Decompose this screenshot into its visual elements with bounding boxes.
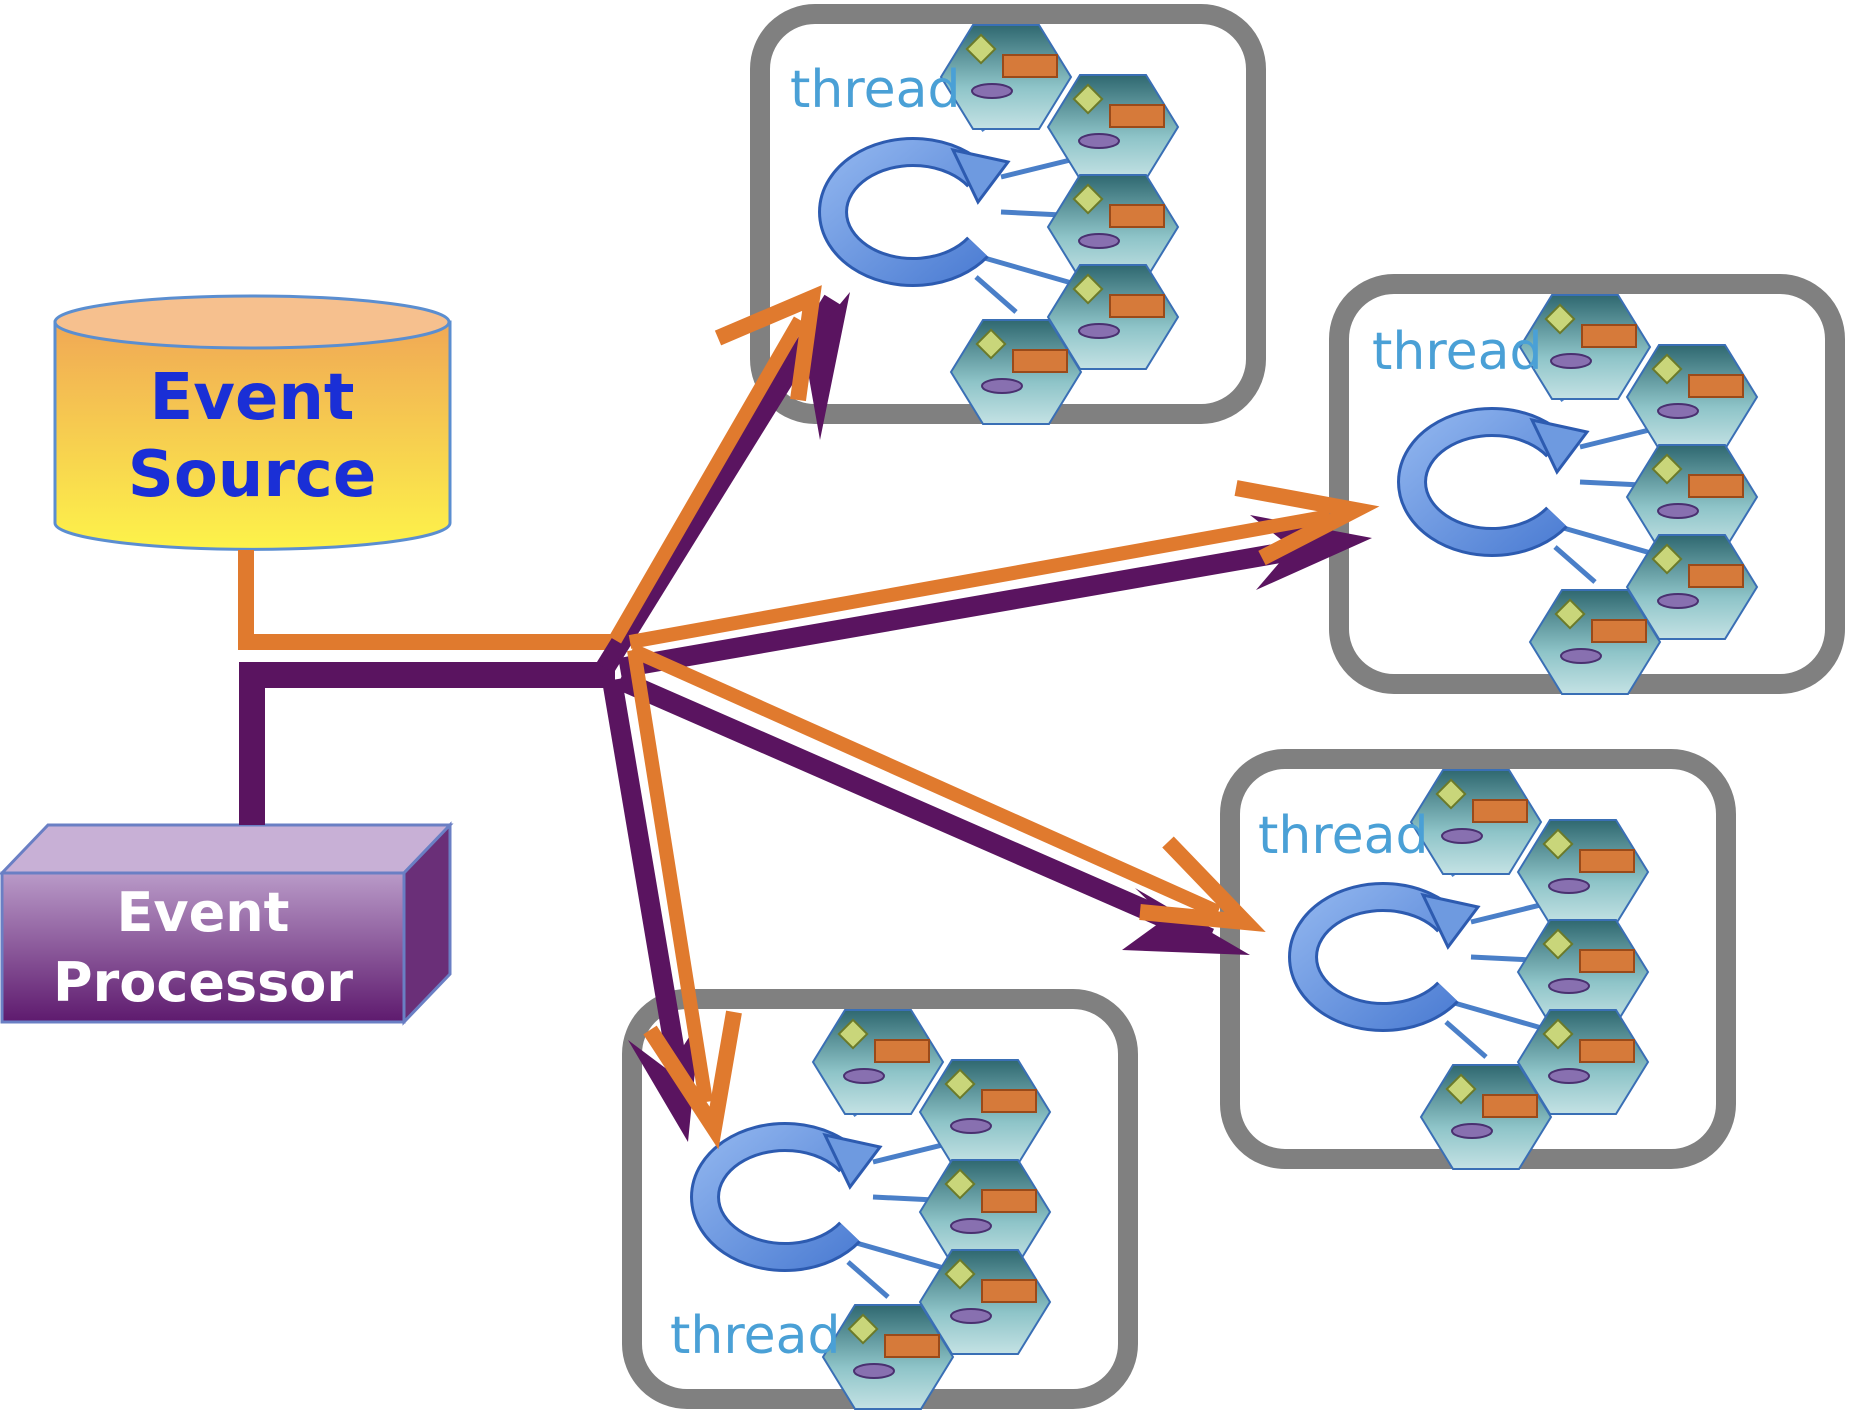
- thread-label-1: thread: [790, 60, 961, 120]
- thread-label-4: thread: [670, 1306, 841, 1366]
- orange-arrows: [608, 285, 1380, 1150]
- orange-arrow-thread-4: [627, 648, 742, 1150]
- processor-connector: [239, 662, 615, 825]
- event-processor-label-line2: Processor: [53, 951, 353, 1015]
- purple-arrow-thread-4: [602, 678, 700, 1142]
- thread-label-2: thread: [1372, 322, 1543, 382]
- event-source-label-line2: Source: [127, 437, 377, 512]
- purple-arrow-thread-2: [618, 515, 1372, 678]
- orange-arrow-thread-1: [608, 285, 822, 644]
- event-processor-box: [0, 821, 454, 1026]
- thread-label-3: thread: [1258, 806, 1429, 866]
- event-source-label: Event Source: [52, 360, 452, 514]
- event-source-cylinder: [53, 294, 452, 551]
- orange-arrow-thread-3: [629, 643, 1266, 933]
- event-source-label-line1: Event: [149, 361, 355, 435]
- orange-arrow-thread-2: [628, 480, 1380, 649]
- source-connector: [238, 550, 615, 650]
- event-processor-label: Event Processor: [8, 878, 398, 1018]
- event-processor-label-line1: Event: [116, 881, 290, 944]
